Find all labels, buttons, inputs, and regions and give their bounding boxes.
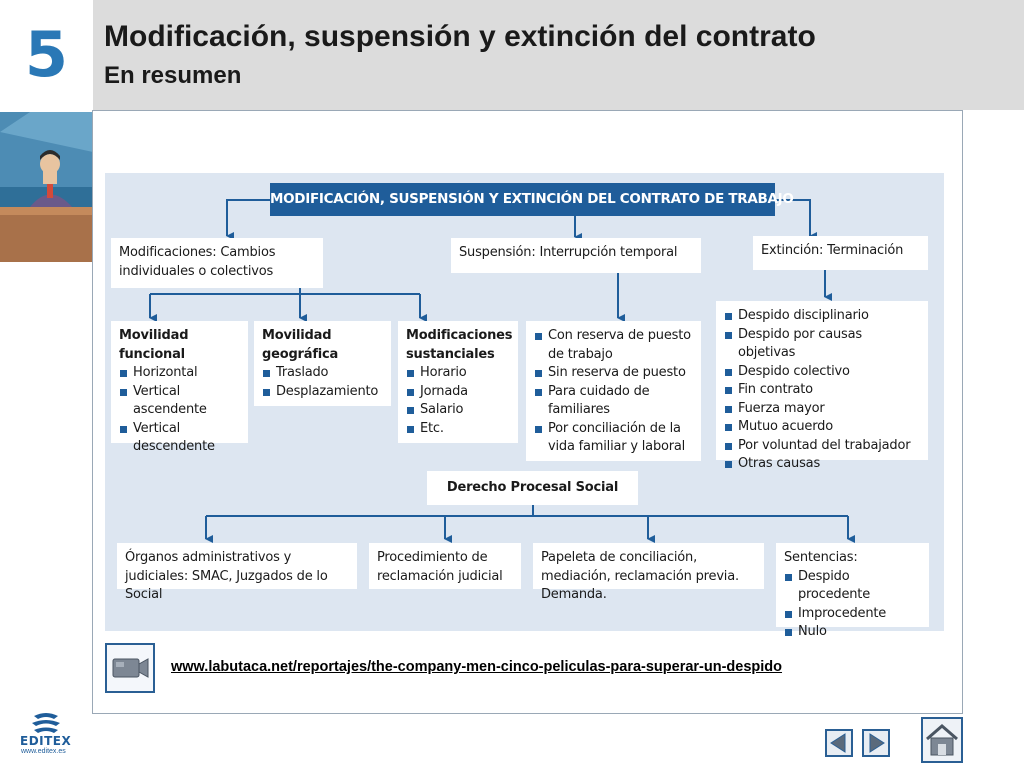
list-item: Desplazamiento <box>262 383 383 402</box>
video-link[interactable]: www.labutaca.net/reportajes/the-company-… <box>171 659 783 675</box>
list-item: Jornada <box>406 383 510 402</box>
list-item: Nulo <box>784 623 921 642</box>
suspension-label: Suspensión: Interrupción temporal <box>459 245 678 260</box>
list-item: Etc. <box>406 420 510 439</box>
modificaciones-sustanciales-title: Modificaciones sustanciales <box>406 328 513 362</box>
presenter-illustration <box>0 112 93 262</box>
list-item: Despido por causas objetivas <box>724 326 920 363</box>
list-item: Despido colectivo <box>724 363 920 382</box>
extincion-label: Extinción: Terminación <box>761 243 904 258</box>
list-item: Traslado <box>262 364 383 383</box>
previous-arrow-icon[interactable] <box>825 729 853 757</box>
movilidad-geografica-box: Movilidad geográfica Traslado Desplazami… <box>254 321 391 406</box>
derecho-procesal-box: Derecho Procesal Social <box>427 471 638 505</box>
procedimiento-box: Procedimiento de reclamación judicial <box>369 543 521 589</box>
list-item: Por conciliación de la vida familiar y l… <box>534 420 693 457</box>
editex-logo <box>14 712 78 762</box>
chapter-number: 5 <box>0 0 93 110</box>
page-subtitle: En resumen <box>104 62 242 89</box>
list-item: Otras causas <box>724 455 920 474</box>
header-bar <box>93 0 1024 110</box>
movilidad-funcional-box: Movilidad funcional Horizontal Vertical … <box>111 321 248 454</box>
movilidad-geografica-title: Movilidad geográfica <box>262 328 339 362</box>
suspension-box: Suspensión: Interrupción temporal <box>451 238 701 273</box>
list-item: Fuerza mayor <box>724 400 920 419</box>
papeleta-label: Papeleta de conciliación, mediación, rec… <box>541 550 739 602</box>
video-camera-icon[interactable] <box>105 643 155 693</box>
sentencias-box: Sentencias: Despido procedente Improcede… <box>776 543 929 639</box>
list-item: Improcedente <box>784 605 921 624</box>
organos-box: Órganos administrativos y judiciales: SM… <box>117 543 357 602</box>
list-item: Despido disciplinario <box>724 307 920 326</box>
list-item: Mutuo acuerdo <box>724 418 920 437</box>
page-title: Modificación, suspensión y extinción del… <box>104 20 816 53</box>
organos-label: Órganos administrativos y judiciales: SM… <box>125 550 328 602</box>
list-item: Horizontal <box>119 364 240 383</box>
extincion-box: Extinción: Terminación <box>753 236 928 270</box>
list-item: Horario <box>406 364 510 383</box>
list-item: Vertical ascendente <box>119 383 240 420</box>
suspension-list-box: Con reserva de puesto de trabajo Sin res… <box>526 321 701 461</box>
modificaciones-sustanciales-box: Modificaciones sustanciales Horario Jorn… <box>398 321 518 443</box>
list-item: Con reserva de puesto de trabajo <box>534 327 693 364</box>
procedimiento-label: Procedimiento de reclamación judicial <box>377 550 503 584</box>
movilidad-funcional-title: Movilidad funcional <box>119 328 189 362</box>
next-arrow-icon[interactable] <box>862 729 890 757</box>
home-icon[interactable] <box>921 717 963 763</box>
diagram-main-title: MODIFICACIÓN, SUSPENSIÓN Y EXTINCIÓN DEL… <box>270 183 794 216</box>
modificaciones-box: Modificaciones: Cambios individuales o c… <box>111 238 323 288</box>
list-item: Para cuidado de familiares <box>534 383 693 420</box>
papeleta-box: Papeleta de conciliación, mediación, rec… <box>533 543 764 602</box>
modificaciones-label: Modificaciones: Cambios individuales o c… <box>119 245 276 279</box>
list-item: Por voluntad del trabajador <box>724 437 920 456</box>
derecho-procesal-label: Derecho Procesal Social <box>446 480 619 495</box>
list-item: Vertical descendente <box>119 420 240 457</box>
logo-text: EDITEX <box>20 734 72 748</box>
logo-url: www.editex.es <box>21 748 66 755</box>
list-item: Sin reserva de puesto <box>534 364 693 383</box>
list-item: Fin contrato <box>724 381 920 400</box>
sentencias-title: Sentencias: <box>784 550 858 565</box>
list-item: Salario <box>406 401 510 420</box>
list-item: Despido procedente <box>784 568 921 605</box>
extincion-list-box: Despido disciplinario Despido por causas… <box>716 301 928 471</box>
